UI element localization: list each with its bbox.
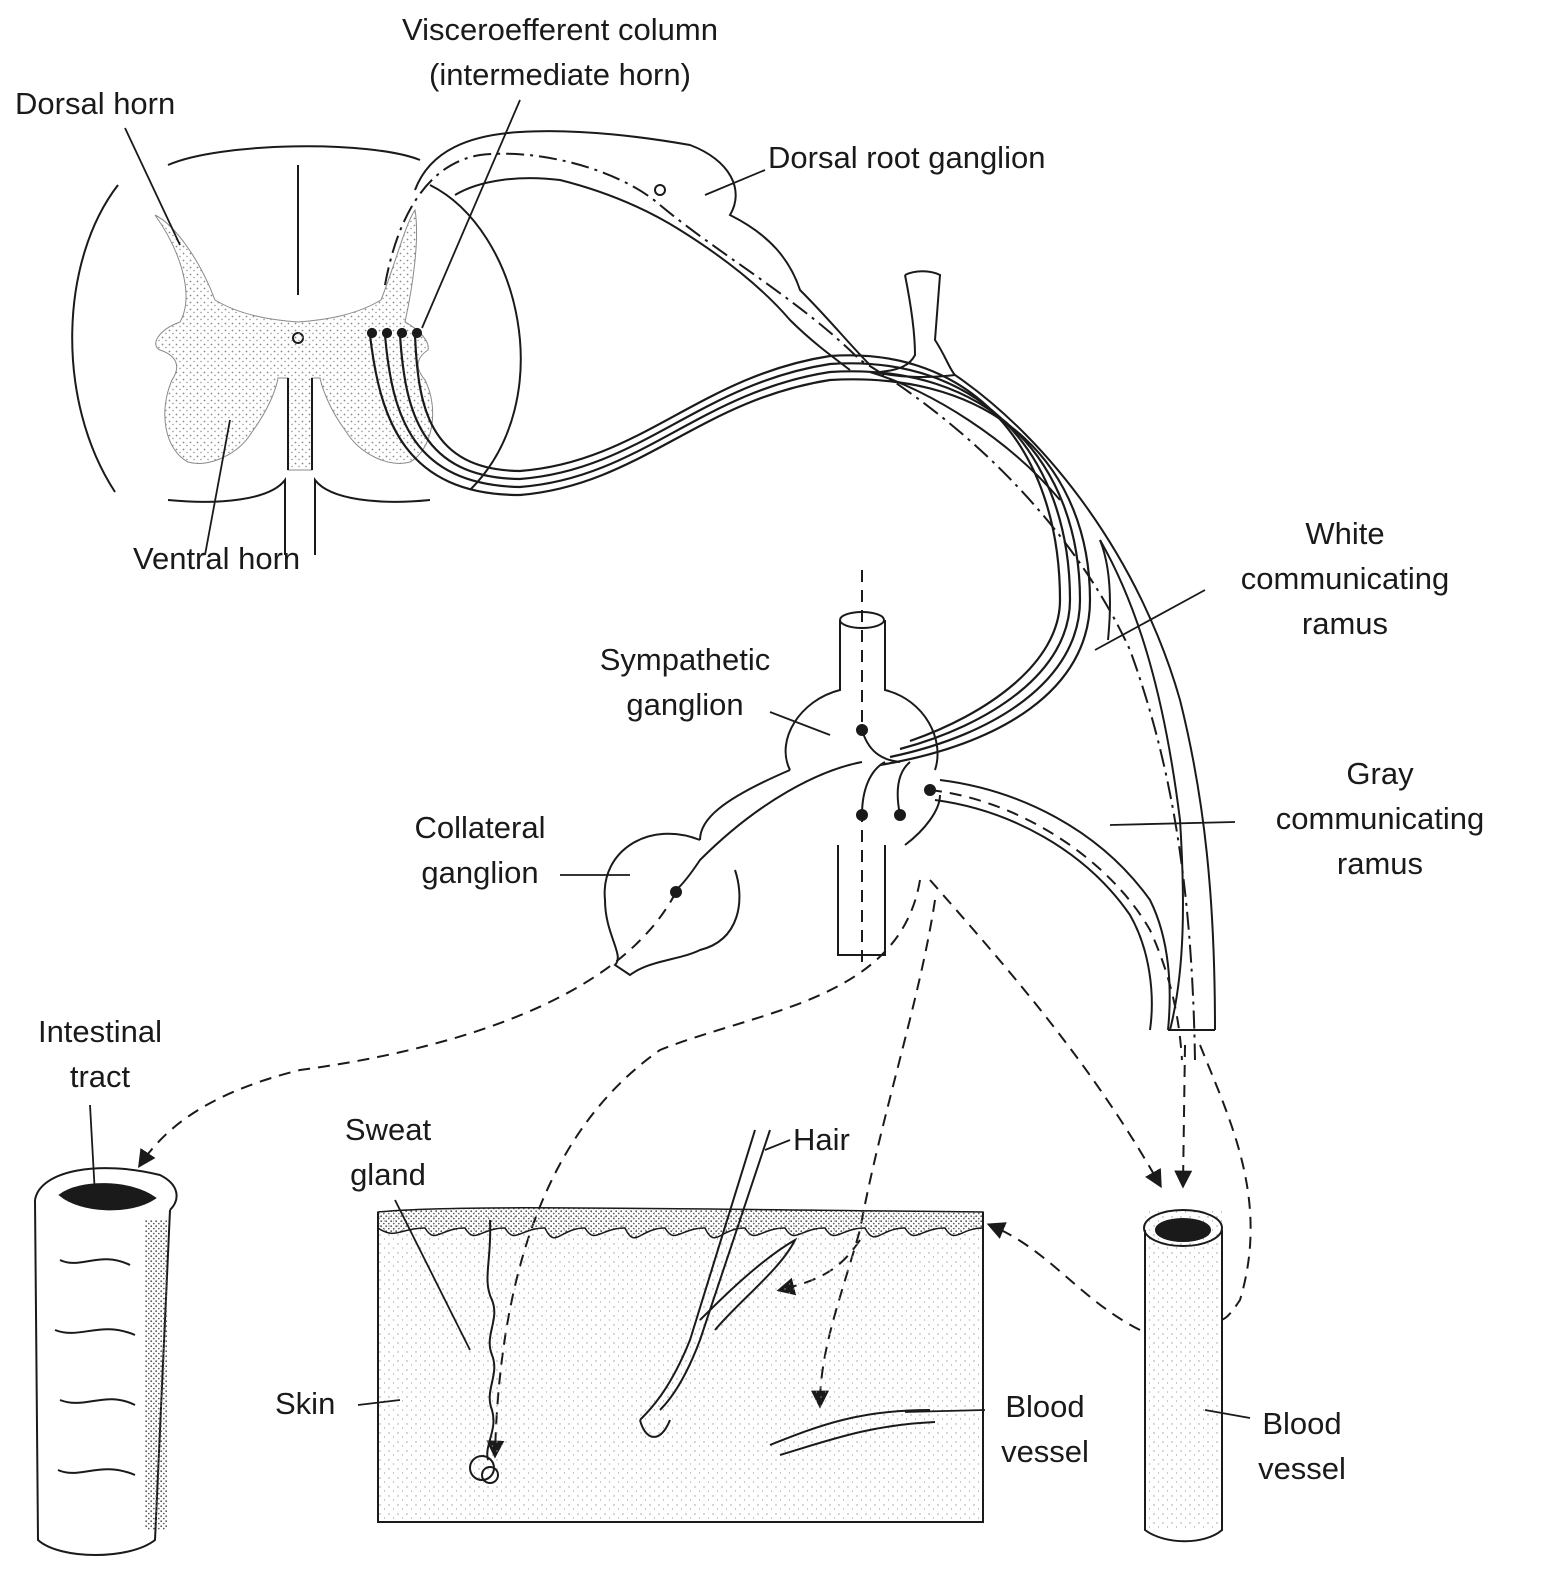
gray-matter — [154, 208, 434, 471]
collateral-ganglion-label: Collateral ganglion — [380, 806, 580, 896]
label-line: Hair — [793, 1122, 850, 1157]
label-line: Collateral — [414, 810, 546, 845]
blood-vessel-large-label: Blood vessel — [1242, 1402, 1362, 1492]
label-line: vessel — [1258, 1450, 1346, 1486]
spinal-nerve — [869, 371, 1216, 1031]
sweat-gland-label: Sweat gland — [318, 1108, 458, 1198]
gray-communicating-ramus-label: Gray communicating ramus — [1230, 752, 1530, 887]
epidermis — [377, 1207, 984, 1239]
label-line: Blood — [1005, 1389, 1085, 1424]
skin-label: Skin — [275, 1382, 335, 1427]
white-ramus-fibers — [366, 327, 1092, 767]
hair-label: Hair — [793, 1118, 850, 1163]
label-line: ganglion — [421, 854, 539, 890]
label-line: gland — [350, 1156, 426, 1192]
dorsal-horn-label: Dorsal horn — [15, 82, 175, 127]
intestinal-tract — [34, 1167, 178, 1556]
label-line: tract — [69, 1058, 131, 1094]
label-line: Intestinal — [37, 1014, 163, 1049]
large-blood-vessel — [1143, 1209, 1223, 1543]
label-line: Visceroefferent column — [402, 12, 718, 47]
label-line: Sweat — [344, 1112, 432, 1147]
label-line: Dorsal root ganglion — [768, 140, 1046, 175]
sympathetic-ganglion-label: Sympathetic ganglion — [555, 638, 815, 728]
intestinal-tract-label: Intestinal tract — [5, 1010, 195, 1100]
label-line: Skin — [275, 1386, 336, 1421]
label-line: Blood — [1262, 1406, 1342, 1441]
label-line: (intermediate horn) — [429, 56, 691, 92]
label-line: ganglion — [626, 686, 744, 722]
label-line: Gray — [1346, 756, 1414, 791]
label-line: Ventral horn — [133, 541, 301, 576]
leader-lines — [89, 99, 1251, 1419]
dorsal-root-ganglion — [414, 130, 956, 378]
visceroefferent-column-label: Visceroefferent column (intermediate hor… — [330, 8, 790, 98]
label-line: White — [1305, 516, 1385, 551]
afferent-fiber — [384, 152, 1196, 1061]
collateral-ganglion — [603, 832, 741, 977]
label-line: Sympathetic — [599, 642, 771, 677]
label-line: ramus — [1301, 605, 1389, 641]
spinal-cord-section — [71, 145, 522, 555]
skin-block — [377, 1129, 984, 1523]
label-line: Dorsal horn — [15, 86, 176, 121]
dorsal-root-ganglion-label: Dorsal root ganglion — [768, 136, 1045, 181]
ventral-horn-label: Ventral horn — [133, 537, 300, 582]
blood-vessel-skin-label: Blood vessel — [985, 1385, 1105, 1475]
white-communicating-ramus-label: White communicating ramus — [1195, 512, 1495, 647]
label-line: communicating — [1240, 560, 1450, 596]
label-line: ramus — [1336, 845, 1424, 881]
label-line: communicating — [1275, 800, 1485, 836]
label-line: vessel — [1001, 1433, 1089, 1469]
